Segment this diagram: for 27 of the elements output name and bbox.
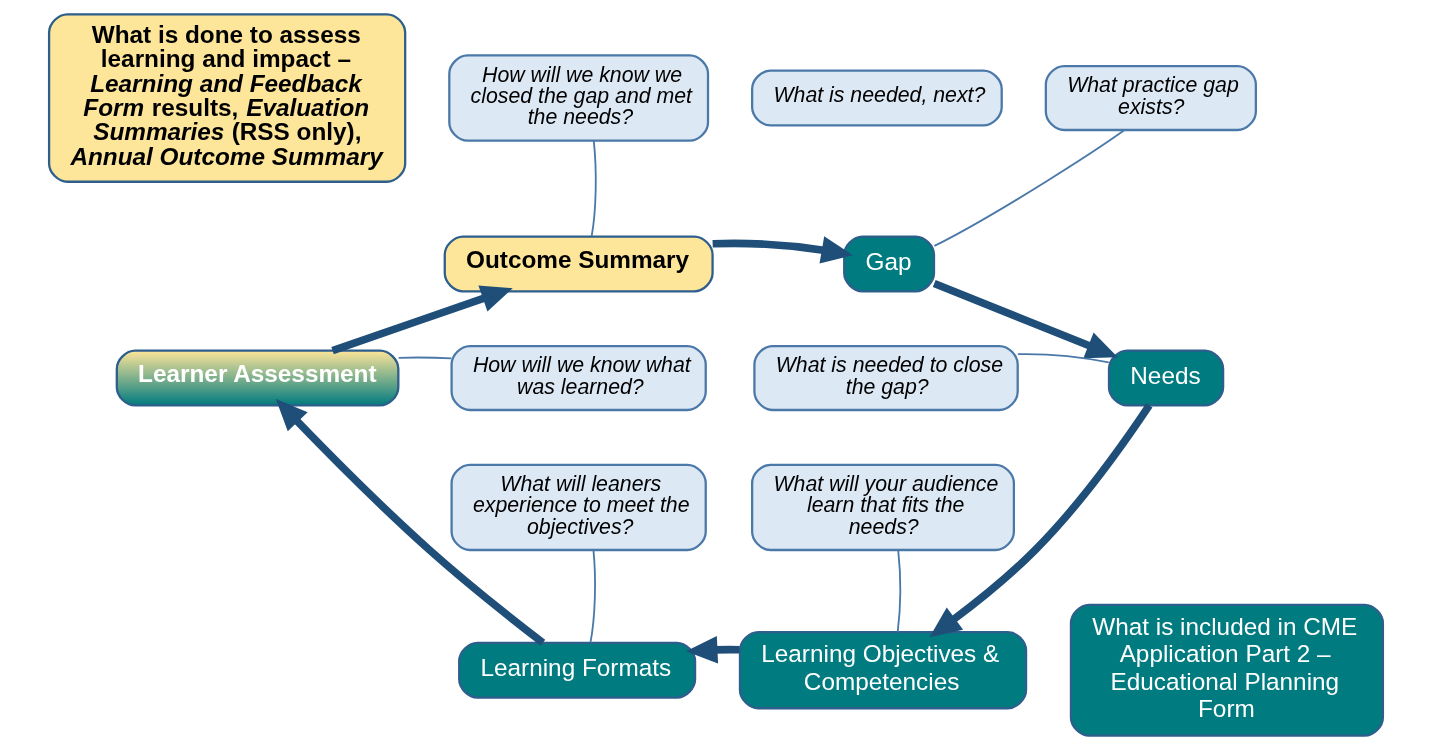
connector (397, 356, 452, 360)
node-box: Gap (842, 235, 935, 293)
node-box: Learner Assessment (115, 349, 399, 407)
arrow (932, 280, 1118, 359)
node-box: Learning Formats (457, 641, 696, 699)
connector (933, 129, 1125, 247)
connector (589, 549, 596, 644)
node-box: Outcome Summary (443, 235, 714, 293)
node-box: What is needed, next? (750, 69, 1003, 127)
connector (590, 139, 597, 238)
node-box: What will your audience learn that fits the needs? (750, 463, 1015, 552)
connector (896, 549, 901, 633)
node-box: What will leaners experience to meet the objectives? (449, 463, 707, 552)
node-box: What is done to assess learning and impact – Learning and Feedback Form results, Evaluation Summaries (RSS only), Annual Outcome Summary (47, 13, 406, 183)
node-box: How will we know we closed the gap and met the needs? (447, 54, 709, 142)
arrow (929, 403, 1152, 638)
arrow (685, 635, 739, 664)
node-box: What practice gap exists? (1044, 64, 1257, 132)
node-box: Needs (1107, 349, 1224, 407)
arrow (712, 236, 853, 264)
node-box: Learning Objectives & Competencies (738, 631, 1027, 710)
node-box: What is included in CME Application Part 2 – Educational Planning Form (1069, 603, 1384, 737)
connector (1016, 353, 1110, 364)
node-box: What is needed to close the gap? (752, 344, 1019, 412)
arrow (275, 399, 545, 646)
node-box: How will we know what was learned? (449, 344, 707, 412)
arrow (330, 285, 513, 355)
